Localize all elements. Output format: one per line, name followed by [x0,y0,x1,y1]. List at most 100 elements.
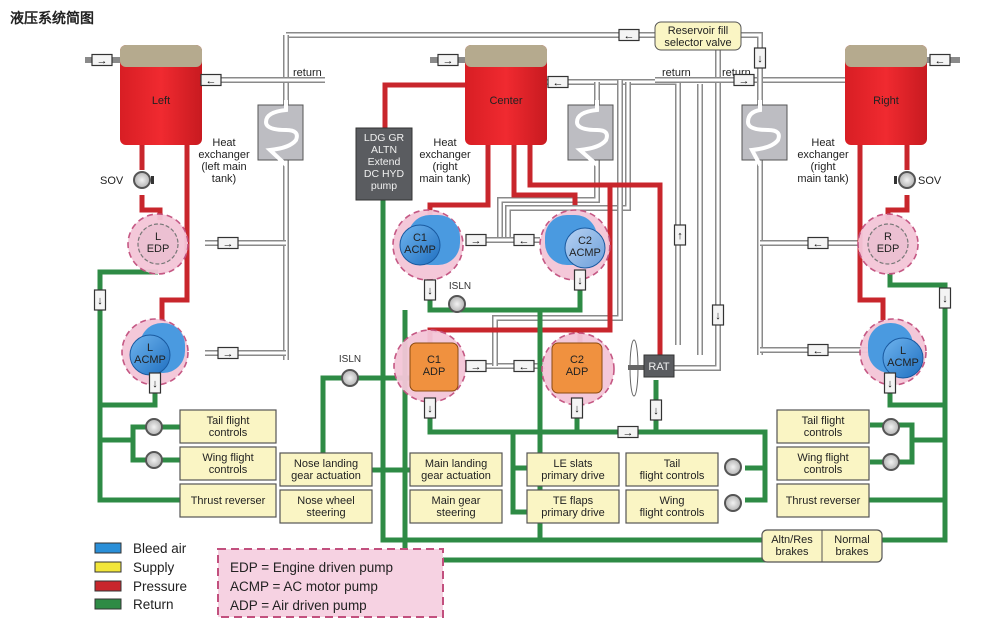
arrow-left-icon: ← [519,361,530,373]
page-title: 液压系统简图 [10,11,94,27]
altn-brakes-label: brakes [775,546,809,558]
legend-item-return: Return [94,597,174,612]
check-valve [753,47,767,69]
box-label-line: controls [209,427,248,439]
caption-line: Heat [433,137,456,149]
left-reservoir: Left [120,45,202,145]
nose-wheel-steering: Nose wheel steering [279,489,373,524]
pump-label-line: C2 [578,235,592,247]
heat-exchanger-left-caption: Heat exchanger (left main tank) [198,137,250,185]
arrow-left-icon: ← [813,345,824,357]
tail-control-valve-right[interactable] [882,418,900,436]
check-valve [217,346,239,360]
left-tail-flight-controls: Tail flight controls [179,409,277,444]
main-gear-steering: Main gear steering [409,489,503,524]
sov-valve-left[interactable]: SOV [100,171,154,189]
box-label-line: Wing flight [797,452,848,464]
return-label-center: return [662,67,691,79]
isln-valve-left[interactable]: ISLN [339,354,361,387]
pump-label-line: ACMP [887,357,919,369]
arrow-right-icon: → [623,427,634,439]
check-valves: →←→→↓↓→←←↓→←→←↓↓→←↓↓↓↑↓→←←↓↓ [91,28,952,439]
pump-label-line: ADP [423,366,446,378]
check-valve [807,236,829,250]
check-valve [93,289,107,311]
reservoir-fill-selector-valve[interactable]: Reservoir fill selector valve [654,21,742,51]
wing-control-valve-left[interactable] [145,451,163,469]
arrow-left-icon: ← [206,75,217,87]
pump-label-line: C1 [427,354,441,366]
box-label-line: Tail flight [802,415,845,427]
heat-exchanger-right [741,100,788,166]
check-valve [465,359,487,373]
sov-valve-right[interactable]: SOV [894,171,942,189]
check-valve [711,304,725,326]
tail-control-valve-center[interactable] [724,458,742,476]
pump-label-line: ADP [566,366,589,378]
legend-swatch [94,598,122,610]
check-valve [929,53,951,67]
legend-item-pressure: Pressure [94,579,187,594]
box-label-line: Wing flight [202,452,253,464]
sov-label: SOV [918,175,942,187]
legend-label: Supply [133,560,175,575]
check-valve [547,75,569,89]
right-wing-flight-controls: Wing flight controls [776,446,870,481]
main-landing-gear-actuation: Main landing gear actuation [409,452,503,487]
pump-label-line: ACMP [404,244,436,256]
box-label-line: LE slats [553,458,593,470]
check-valve [200,73,222,87]
rat-label: RAT [648,361,669,373]
te-flaps-primary-drive: TE flaps primary drive [526,489,620,524]
pump-label-line: R [884,231,892,243]
wing-control-valve-center[interactable] [724,494,742,512]
arrow-right-icon: → [739,75,750,87]
pump-label-line: L [900,345,906,357]
tail-control-valve-left[interactable] [145,418,163,436]
isln-label: ISLN [339,354,361,365]
check-valve [733,73,755,87]
wing-control-valve-right[interactable] [882,453,900,471]
heat-exchanger-center-caption: Heat exchanger (right main tank) [419,137,471,185]
right-tank-label: Right [873,95,899,107]
arrow-down-icon: ↓ [715,310,721,322]
legend: Bleed air Supply Pressure Return [94,541,187,612]
check-valve [513,359,535,373]
isln-valve-center[interactable]: ISLN [448,281,471,313]
caption-line: exchanger [419,149,471,161]
right-system-consumers: Tail flight controls Wing flight control… [776,409,870,518]
arrow-up-icon: ↑ [677,230,683,242]
brakes-box: Altn/Res brakes Normal brakes [761,529,883,563]
heat-exchanger-left [257,100,304,167]
check-valve [217,236,239,250]
abbreviations-box: EDP = Engine driven pump ACMP = AC motor… [217,548,444,618]
box-label-line: gear actuation [421,470,491,482]
pump-label-line: ACMP [134,354,166,366]
right-engine-driven-pump: R EDP [857,213,919,275]
legend-item-supply: Supply [94,560,175,575]
caption-line: main tank) [419,173,470,185]
center-tank-label: Center [489,95,522,107]
caption-line: exchanger [797,149,849,161]
box-label-line: controls [209,464,248,476]
c1-ac-motor-pump: C1 ACMP [392,209,464,281]
box-label-line: primary drive [541,470,605,482]
caption-line: (left main [201,161,246,173]
pump-label-line: C1 [413,232,427,244]
left-wing-flight-controls: Wing flight controls [179,446,277,481]
c1-air-driven-pump: C1 ADP [393,329,467,403]
left-thrust-reverser: Thrust reverser [179,483,277,518]
caption-line: exchanger [198,149,250,161]
caption-line: tank) [212,173,236,185]
box-label-line: Tail flight [207,415,250,427]
pressure-lines [139,82,910,355]
arrow-right-icon: → [471,235,482,247]
check-valve [649,399,663,421]
left-tank-label: Left [152,95,170,107]
right-tail-flight-controls: Tail flight controls [776,409,870,444]
box-label-line: flight controls [640,507,705,519]
box-label-line: Thrust reverser [191,495,266,507]
arrow-down-icon: ↓ [152,378,158,390]
box-label-line: gear actuation [291,470,361,482]
check-valve [437,53,459,67]
